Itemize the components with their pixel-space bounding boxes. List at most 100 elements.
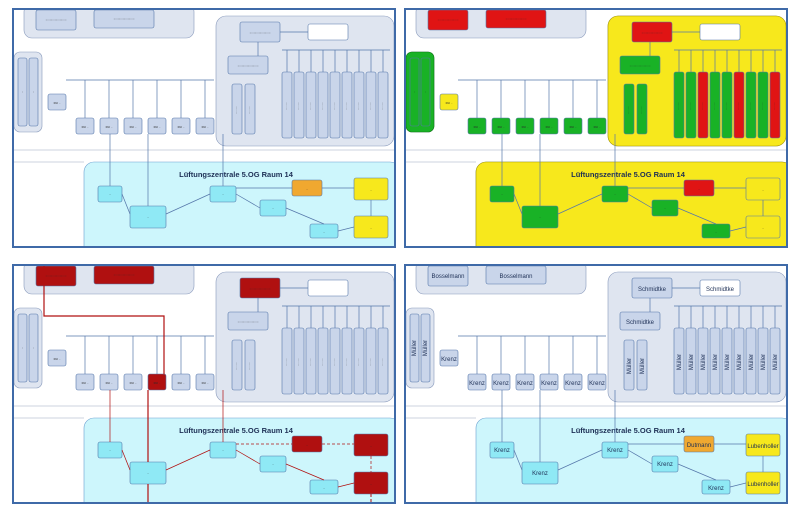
room-link bbox=[235, 449, 261, 465]
cluster-vertical-item bbox=[281, 71, 293, 139]
cluster-vertical-text: .......... bbox=[320, 358, 324, 367]
row-box-text: RU .. bbox=[202, 125, 209, 129]
left-stack-item bbox=[420, 57, 431, 127]
cluster-vertical-item bbox=[673, 71, 685, 139]
cluster-sub-box bbox=[227, 311, 269, 331]
cluster-vertical-item bbox=[685, 71, 697, 139]
cluster-sub-box bbox=[619, 55, 661, 75]
room-unit-text: ... bbox=[109, 192, 112, 196]
row-box bbox=[75, 117, 95, 135]
room-link bbox=[513, 193, 523, 215]
row-box bbox=[171, 373, 191, 391]
warning-box-top-text: ... bbox=[370, 188, 373, 192]
row-box-text: RU .. bbox=[570, 125, 577, 129]
cluster-vertical-item bbox=[709, 71, 721, 139]
cluster-vertical-item bbox=[293, 327, 305, 395]
top-box-b-text: ::::::::::::::::::::::::: bbox=[114, 273, 135, 277]
cluster-vertical-item bbox=[377, 71, 389, 139]
cluster-vertical-text: .......... bbox=[736, 102, 740, 111]
warning-box-bottom-label: Lubenholler bbox=[747, 482, 778, 488]
room-link bbox=[337, 226, 355, 232]
room-link bbox=[235, 193, 261, 209]
left-stack-item bbox=[28, 57, 39, 127]
top-box-a-text: ::::::::::::::::::::::::: bbox=[46, 274, 67, 278]
cluster-left-text: .......... bbox=[234, 106, 238, 115]
cluster-vertical-label: Müller bbox=[677, 354, 683, 370]
room-link bbox=[121, 449, 131, 471]
row-box bbox=[171, 117, 191, 135]
cluster-vertical-item bbox=[341, 327, 353, 395]
row-box-text: RU .. bbox=[130, 125, 137, 129]
top-box-b-text: ::::::::::::::::::::::::: bbox=[506, 17, 527, 21]
top-box-a-text: ::::::::::::::::::::::::: bbox=[438, 18, 459, 22]
room-link bbox=[285, 463, 325, 481]
cluster-left-text: .......... bbox=[639, 106, 643, 115]
cluster-left-item bbox=[623, 339, 635, 391]
cluster-vertical-label: Müller bbox=[725, 354, 731, 370]
cluster-left-item bbox=[244, 83, 256, 135]
left-stack-item bbox=[409, 57, 420, 127]
row-box-text: RU .. bbox=[474, 125, 481, 129]
row-box-text: RU .. bbox=[130, 381, 137, 385]
cluster-left-text: .......... bbox=[247, 106, 251, 115]
room-title: Lüftungszentrale 5.OG Raum 14 bbox=[179, 426, 294, 435]
cluster-left-item bbox=[244, 339, 256, 391]
cluster-vertical-text: .......... bbox=[712, 102, 716, 111]
cluster-header-text: ::::::::::::::::::::::::: bbox=[642, 31, 663, 35]
left-stack-item bbox=[28, 313, 39, 383]
cluster-header-text: ::::::::::::::::::::::::: bbox=[250, 287, 271, 291]
top-box-b bbox=[485, 10, 547, 29]
cluster-vertical-item bbox=[709, 327, 721, 395]
cluster-vertical-item bbox=[305, 71, 317, 139]
cluster-sub-box bbox=[227, 55, 269, 75]
row-box-label: Krenz bbox=[493, 381, 509, 387]
cluster-vertical-item bbox=[757, 327, 769, 395]
cluster-sub-box bbox=[619, 311, 661, 331]
top-box-b bbox=[93, 10, 155, 29]
left-stack-item bbox=[17, 313, 28, 383]
room-unit-text: ... bbox=[501, 192, 504, 196]
cluster-left-text: .......... bbox=[234, 362, 238, 371]
top-box-a bbox=[35, 10, 77, 31]
cluster-vertical-item bbox=[745, 327, 757, 395]
room-unit-text: ... bbox=[222, 192, 225, 196]
cluster-vertical-item bbox=[697, 327, 709, 395]
cluster-vertical-text: .......... bbox=[760, 102, 764, 111]
relay-box-left bbox=[47, 349, 67, 367]
row-box bbox=[491, 117, 511, 135]
left-stack-text: ... bbox=[31, 347, 35, 350]
diagram-panel-base[interactable]: Lüftungszentrale 5.OG Raum 14:::::::::::… bbox=[12, 8, 396, 248]
cluster-side-label: Schmidtke bbox=[706, 287, 735, 293]
top-box-b bbox=[93, 266, 155, 285]
cluster-sub-text: ::::::::::::::::::::::::: bbox=[630, 64, 651, 68]
cluster-vertical-text: .......... bbox=[676, 102, 680, 111]
cluster-vertical-label: Müller bbox=[737, 354, 743, 370]
cluster-vertical-item bbox=[353, 71, 365, 139]
top-box-a-text: ::::::::::::::::::::::::: bbox=[46, 18, 67, 22]
row-box-label: Krenz bbox=[517, 381, 533, 387]
row-box-label: Krenz bbox=[469, 381, 485, 387]
cluster-vertical-item bbox=[365, 327, 377, 395]
left-stack-text: ... bbox=[412, 91, 416, 94]
left-stack-item bbox=[420, 313, 431, 383]
room-link bbox=[677, 463, 717, 481]
row-box bbox=[491, 373, 511, 391]
diagram-panel-trace[interactable]: Lüftungszentrale 5.OG Raum 14:::::::::::… bbox=[12, 264, 396, 504]
room-unit-right-text: ... bbox=[715, 230, 718, 234]
relay-left-label: Krenz bbox=[441, 357, 457, 363]
cluster-vertical-text: .......... bbox=[356, 102, 360, 111]
cluster-side-box bbox=[699, 23, 741, 41]
room-link bbox=[121, 193, 131, 215]
cluster-sub-text: ::::::::::::::::::::::::: bbox=[238, 320, 259, 324]
row-box bbox=[515, 117, 535, 135]
trace-path bbox=[43, 266, 165, 374]
top-box-a-label: Bosselmann bbox=[431, 274, 464, 280]
row-box bbox=[123, 373, 143, 391]
row-box bbox=[147, 117, 167, 135]
diagram-panel-status[interactable]: Lüftungszentrale 5.OG Raum 14Lüftungszen… bbox=[404, 8, 788, 248]
cluster-vertical-item bbox=[305, 327, 317, 395]
room-unit-label: Krenz bbox=[607, 448, 623, 454]
alarm-box-text: ... bbox=[698, 187, 701, 191]
